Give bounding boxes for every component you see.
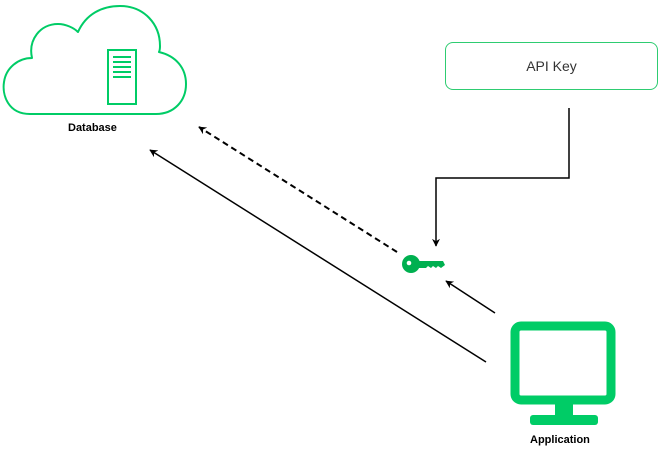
- monitor-icon: [510, 321, 616, 425]
- api-key-label: API Key: [526, 58, 577, 74]
- edge-key-to-database: [198, 126, 398, 253]
- key-icon: [402, 255, 445, 273]
- edge-application-to-key: [445, 280, 496, 314]
- server-icon: [107, 49, 137, 105]
- database-label: Database: [68, 122, 117, 134]
- application-label: Application: [530, 434, 590, 446]
- edge-api-key-to-key: [432, 108, 570, 247]
- cloud-outline: [2, 5, 187, 115]
- cloud-server-icon: [2, 5, 187, 115]
- edge-application-to-database: [149, 149, 487, 363]
- api-key-box[interactable]: API Key: [445, 42, 658, 90]
